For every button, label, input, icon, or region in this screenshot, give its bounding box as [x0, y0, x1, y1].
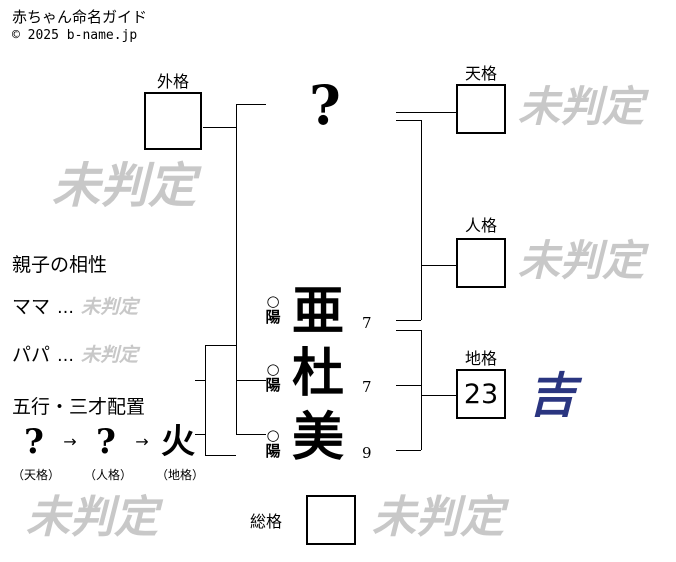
connector-jinkaku-bottom-arm: [396, 320, 421, 321]
jinkaku-label: 人格: [464, 216, 497, 235]
compat-dots-mama: …: [57, 298, 75, 318]
page-title: 赤ちゃん命名ガイド: [12, 8, 148, 26]
gekaku-label: 外格: [156, 72, 189, 91]
tenkaku-value-box[interactable]: [456, 84, 506, 134]
connector-left-inner-top: [205, 345, 236, 346]
connector-gekaku-top-arm: [236, 104, 266, 105]
gogyo-caption-chikaku: （地格）: [156, 468, 205, 482]
jinkaku-verdict: 未判定: [518, 236, 645, 285]
polarity-label-3: 陽: [265, 442, 281, 460]
gogyo-element-jinkaku: ?: [96, 422, 116, 462]
tenkaku-label: 天格: [464, 64, 497, 83]
connector-tenkaku-arm: [396, 112, 456, 113]
name-character-1: 亜: [292, 281, 345, 342]
polarity-label-2: 陽: [265, 376, 281, 394]
chikaku-value-box[interactable]: 23: [456, 369, 506, 419]
copyright-notice: © 2025 b-name.jp: [12, 28, 138, 43]
compat-row-papa: パパ … 未判定: [12, 340, 138, 367]
name-character-2: 杜: [292, 343, 345, 404]
compat-dots-papa: …: [57, 346, 75, 366]
gogyo-element-tenkaku: ?: [24, 422, 44, 462]
connector-chikaku-arm: [421, 395, 456, 396]
gogyo-title: 五行・三才配置: [12, 396, 146, 418]
polarity-marker-1: ○ 陽: [260, 294, 286, 325]
connector-jinkaku-arm: [421, 265, 456, 266]
stroke-count-3: 9: [362, 444, 372, 462]
jinkaku-value-box[interactable]: [456, 238, 506, 288]
stroke-count-1: 7: [362, 314, 372, 332]
connector-chikaku-spine: [421, 330, 422, 450]
surname-placeholder: ?: [309, 73, 341, 137]
gogyo-caption-tenkaku: （天格）: [12, 468, 61, 482]
connector-gekaku-bottom-arm: [236, 434, 266, 435]
polarity-circle-icon: ○: [266, 292, 280, 310]
compat-value-mama: 未判定: [81, 296, 139, 318]
gogyo-caption-jinkaku: （人格）: [84, 468, 133, 482]
stroke-count-2: 7: [362, 378, 372, 396]
connector-jinkaku-spine: [421, 120, 422, 320]
chikaku-verdict: 吉: [528, 368, 577, 424]
polarity-circle-icon: ○: [266, 426, 280, 444]
connector-chikaku-bottom-arm: [396, 450, 421, 451]
connector-left-tick-b: [195, 434, 205, 435]
soukaku-verdict: 未判定: [372, 492, 504, 543]
gogyo-arrow-2-icon: →: [135, 432, 149, 451]
polarity-marker-2: ○ 陽: [260, 362, 286, 393]
connector-gekaku-spine: [236, 104, 237, 434]
connector-left-inner-bottom: [205, 455, 236, 456]
gogyo-element-chikaku: 火: [161, 422, 195, 462]
compat-label-mama: ママ: [12, 296, 51, 318]
gogyo-captions-row: （天格） （人格） （地格）: [12, 466, 205, 483]
gogyo-caption-spacer-2: [132, 466, 152, 483]
soukaku-value-box[interactable]: [306, 495, 356, 545]
gekaku-verdict: 未判定: [52, 158, 197, 214]
name-character-3: 美: [292, 407, 345, 468]
connector-jinkaku-top-arm: [396, 120, 421, 121]
connector-chikaku-mid-arm: [396, 385, 421, 386]
polarity-circle-icon: ○: [266, 360, 280, 378]
compat-row-mama: ママ … 未判定: [12, 292, 138, 319]
gogyo-elements-row: ? → ? → 火: [12, 425, 200, 459]
connector-chikaku-top-arm: [396, 330, 421, 331]
connector-gekaku-stub: [203, 127, 236, 128]
connector-left-inner-spine: [205, 345, 206, 455]
connector-left-tick-a: [195, 380, 205, 381]
connector-gekaku-mid-arm: [236, 380, 266, 381]
gogyo-caption-spacer-1: [60, 466, 80, 483]
compatibility-title: 親子の相性: [12, 254, 108, 276]
polarity-label-1: 陽: [265, 308, 281, 326]
bottom-left-watermark: 未判定: [26, 492, 158, 543]
gogyo-arrow-1-icon: →: [63, 432, 77, 451]
soukaku-label: 総格: [250, 512, 283, 531]
compat-value-papa: 未判定: [81, 344, 139, 366]
compat-label-papa: パパ: [12, 344, 51, 366]
gekaku-value-box[interactable]: [144, 92, 202, 150]
polarity-marker-3: ○ 陽: [260, 428, 286, 459]
tenkaku-verdict: 未判定: [518, 82, 645, 131]
chikaku-label: 地格: [464, 349, 497, 368]
